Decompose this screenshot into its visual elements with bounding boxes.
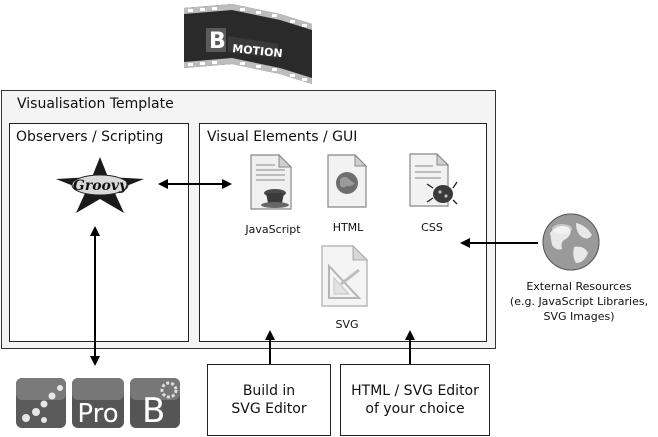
groovy-logo-icon: Groovy xyxy=(56,157,144,213)
observers-title: Observers / Scripting xyxy=(16,129,164,145)
prob-tools-icons: Pro B xyxy=(16,378,180,431)
graph-tool-icon xyxy=(16,378,66,428)
external-line-3: SVG Images) xyxy=(543,310,615,323)
html-file-icon xyxy=(327,153,368,208)
svg-label: SVG xyxy=(335,318,359,331)
javascript-label: JavaScript xyxy=(245,223,301,236)
css-file-icon xyxy=(409,152,458,207)
svg-text:Groovy: Groovy xyxy=(73,178,128,194)
svg-text:Pro: Pro xyxy=(77,399,118,429)
choice-line-2: of your choice xyxy=(365,401,465,417)
globe-icon xyxy=(542,213,600,271)
build-in-svg-editor-box xyxy=(207,364,331,436)
external-line-2: (e.g. JavaScript Libraries, xyxy=(509,295,649,308)
external-line-1: External Resources xyxy=(526,280,632,293)
build-line-1: Build in xyxy=(242,383,296,399)
html-label: HTML xyxy=(332,221,364,234)
build-editor-text: Build in SVG Editor xyxy=(207,382,331,418)
svg-file-icon xyxy=(321,244,369,307)
svg-text:MOTION: MOTION xyxy=(232,42,284,60)
javascript-file-icon xyxy=(250,153,293,210)
pro-tool-icon: Pro xyxy=(72,378,124,429)
css-label: CSS xyxy=(421,221,443,234)
bmotion-logo: B MOTION xyxy=(184,4,312,84)
external-resources-label: External Resources (e.g. JavaScript Libr… xyxy=(500,279,658,324)
film-strip-icon: B MOTION xyxy=(184,4,312,84)
html-svg-editor-box xyxy=(340,364,490,436)
choice-line-1: HTML / SVG Editor xyxy=(351,383,479,399)
visual-title: Visual Elements / GUI xyxy=(207,129,358,145)
build-line-2: SVG Editor xyxy=(231,401,307,417)
svg-text:B: B xyxy=(142,391,165,431)
choice-editor-text: HTML / SVG Editor of your choice xyxy=(340,382,490,418)
b-tool-icon: B xyxy=(130,378,180,431)
svg-text:B: B xyxy=(209,29,226,54)
template-title: Visualisation Template xyxy=(17,96,174,112)
